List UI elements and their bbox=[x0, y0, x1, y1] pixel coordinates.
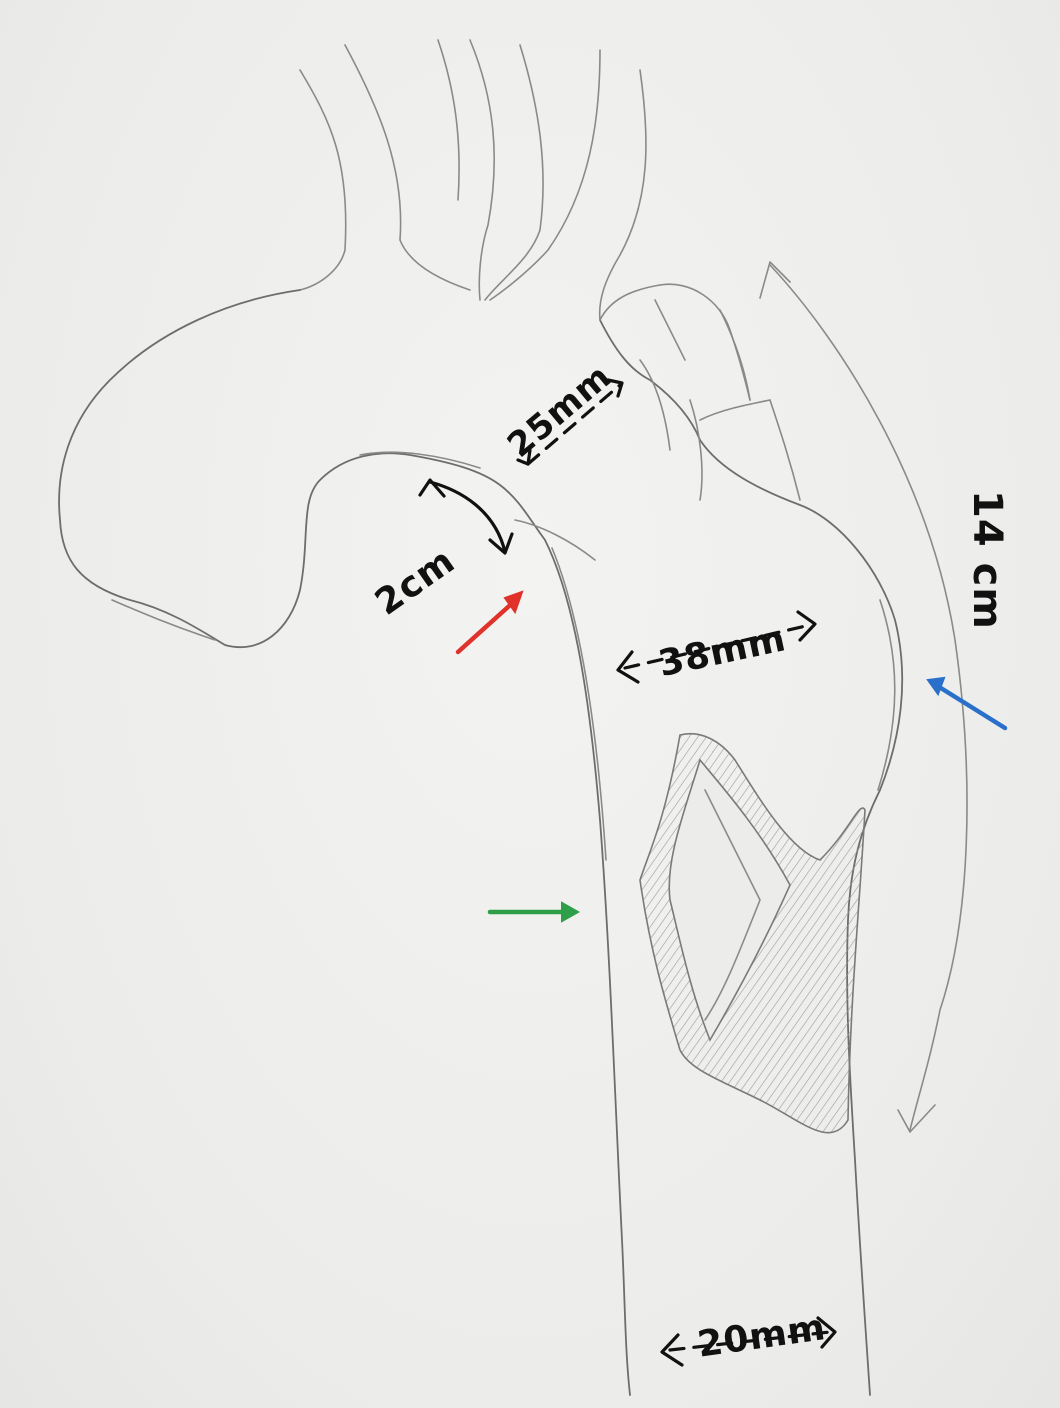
blue-arrow bbox=[928, 678, 1005, 728]
stent-fragment bbox=[600, 284, 800, 500]
red-arrow bbox=[458, 592, 522, 652]
supra-aortic-branches bbox=[300, 40, 646, 320]
length-label: 14 cm bbox=[964, 490, 1010, 630]
thrombus bbox=[640, 734, 865, 1133]
green-arrow bbox=[490, 903, 578, 921]
arch-offset-arrow bbox=[420, 480, 512, 553]
